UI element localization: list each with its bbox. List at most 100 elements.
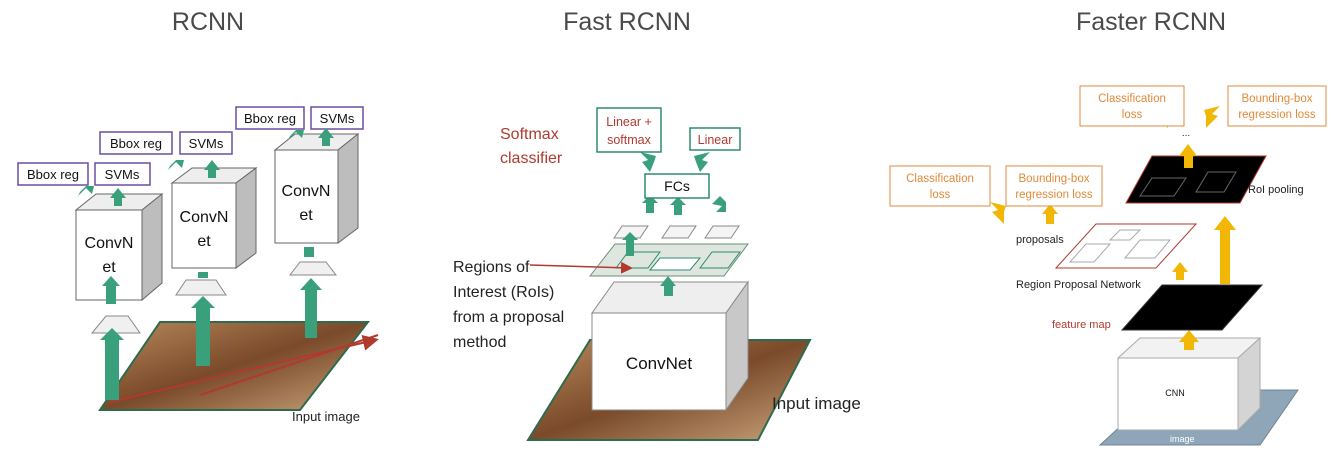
rcnn-warped-region: [90, 315, 141, 334]
fast-roi-region: [699, 251, 741, 269]
fast-diag-arrow: [712, 196, 726, 212]
faster-up-arrow: [1042, 204, 1058, 214]
faster-diag-arrow: [990, 202, 1006, 224]
faster-rpn-classification-loss-label: Classification: [906, 173, 974, 185]
fast-up-arrow: [622, 232, 638, 240]
faster-up-arrow: [1172, 262, 1188, 272]
faster-rpn-bbox-loss-box: [1005, 165, 1103, 207]
rcnn-svms-label: SVMs: [320, 111, 355, 126]
faster-classification-loss-label: loss: [1122, 109, 1143, 121]
fast-roi-pool: [704, 225, 740, 239]
faster-up-arrow: [1176, 270, 1184, 280]
faster-roi-pooling-plane: [1125, 155, 1267, 204]
fast-linear-label: Linear: [698, 133, 733, 147]
faster-rpn-classification-loss-label: loss: [930, 189, 951, 201]
fast-fcs-box: [644, 173, 710, 199]
faster-up-arrow: [1179, 330, 1199, 342]
fast-input-image-label: Input image: [772, 394, 861, 413]
rcnn-up-arrow: [322, 136, 330, 146]
fast-up-arrow: [642, 195, 658, 203]
rcnn-diag-arrow: [78, 186, 94, 196]
rcnn-up-arrow: [204, 160, 220, 170]
svg-text:et: et: [299, 207, 313, 224]
rcnn-bbox-reg-box: [99, 131, 173, 155]
rcnn-up-arrow: [191, 296, 215, 308]
fast-roi-label: Interest (RoIs): [453, 284, 554, 301]
fast-linear-softmax-box: [596, 107, 662, 153]
rcnn-svms-box: [94, 162, 151, 186]
rcnn-convnet-box: ConvN et: [74, 192, 164, 302]
fast-roi-region: [648, 257, 702, 271]
faster-up-arrow: [1220, 228, 1230, 284]
rcnn-convnet-box: ConvN et: [170, 167, 258, 269]
faster-rpn-label: Region Proposal Network: [1016, 279, 1141, 291]
fast-roi-label: from a proposal: [453, 309, 564, 326]
fast-diag-arrow: [640, 152, 656, 172]
faster-classification-loss-label: Classification: [1098, 93, 1166, 105]
faster-roi-box: [1195, 171, 1237, 193]
svg-text:et: et: [197, 233, 211, 250]
svg-text:ConvN: ConvN: [85, 235, 134, 252]
fast-up-arrow: [646, 201, 654, 213]
rcnn-region-arrow: [199, 334, 379, 396]
rcnn-up-arrow: [208, 168, 216, 178]
rcnn-bbox-reg-box: [17, 162, 89, 186]
faster-up-arrow: [1184, 154, 1193, 168]
svg-text:et: et: [102, 259, 116, 276]
fast-linear-softmax-label: Linear +: [606, 115, 652, 129]
rcnn-up-arrow: [198, 272, 208, 278]
faster-bbox-loss-label: Bounding-box: [1242, 93, 1313, 105]
fast-roi-pool: [661, 225, 697, 239]
faster-rpn-bbox-loss-label: Bounding-box: [1019, 173, 1090, 185]
faster-feature-map: [1120, 284, 1264, 331]
fast-linear-box: [689, 127, 741, 151]
rcnn-svms-label: SVMs: [189, 136, 224, 151]
faster-feature-map-label: feature map: [1052, 319, 1111, 331]
faster-classification-loss-box: [1079, 85, 1185, 127]
rcnn-bbox-reg-label: Bbox reg: [110, 136, 162, 151]
fast-up-arrow: [660, 276, 676, 286]
rcnn-bbox-reg-label: Bbox reg: [244, 111, 296, 126]
fast-softmax-label: classifier: [500, 150, 563, 167]
faster-proposal-box: [1108, 229, 1142, 241]
rcnn-bbox-reg-label: Bbox reg: [27, 167, 79, 182]
faster-rcnn-panel: image CNN feature map Region Proposal Ne…: [889, 85, 1327, 446]
faster-proposals-label: proposals: [1016, 234, 1064, 246]
fast-roi-pointer: [529, 261, 633, 274]
faster-up-arrow: [1214, 216, 1236, 230]
faster-up-arrow: [1179, 144, 1197, 156]
rcnn-up-arrow: [102, 276, 120, 286]
rcnn-up-arrow: [318, 128, 334, 138]
rcnn-up-arrow: [300, 278, 322, 290]
svg-text:ConvN: ConvN: [282, 183, 331, 200]
fast-roi-region: [615, 251, 661, 269]
faster-rpn-classification-loss-box: [889, 165, 991, 207]
rcnn-warped-region: [288, 261, 338, 276]
svg-text:ConvN: ConvN: [180, 209, 229, 226]
rcnn-diag-arrow: [288, 130, 304, 140]
rcnn-bbox-reg-box: [235, 106, 305, 130]
faster-rpn-bbox-loss-label: regression loss: [1015, 189, 1093, 201]
faster-proposals-plane: [1054, 223, 1198, 269]
faster-rcnn-title: Faster RCNN: [1075, 8, 1226, 36]
faster-up-arrow: [1184, 340, 1194, 350]
rcnn-input-image-label: Input image: [292, 409, 360, 424]
rcnn-input-image-plane: [98, 321, 371, 411]
fast-convnet-box: ConvNet: [591, 280, 749, 412]
svg-text:ConvNet: ConvNet: [626, 354, 692, 373]
rcnn-diag-arrow: [168, 160, 184, 170]
fast-diag-arrow: [694, 152, 710, 172]
rcnn-up-arrow: [100, 328, 124, 340]
rcnn-title: RCNN: [171, 8, 245, 36]
fast-rcnn-panel: Input image ConvNet FCs Linear + s: [453, 107, 861, 441]
fast-rcnn-title: Fast RCNN: [563, 8, 691, 36]
faster-proposal-box: [1068, 243, 1112, 263]
faster-bbox-loss-box: [1227, 85, 1327, 127]
rcnn-warped-region: [175, 279, 227, 296]
faster-proposal-box: [1123, 239, 1172, 259]
faster-bbox-loss-label: regression loss: [1238, 109, 1316, 121]
fast-linear-softmax-label: softmax: [607, 133, 652, 147]
fast-up-arrow: [626, 238, 634, 256]
faster-cnn-box: CNN: [1116, 336, 1262, 432]
